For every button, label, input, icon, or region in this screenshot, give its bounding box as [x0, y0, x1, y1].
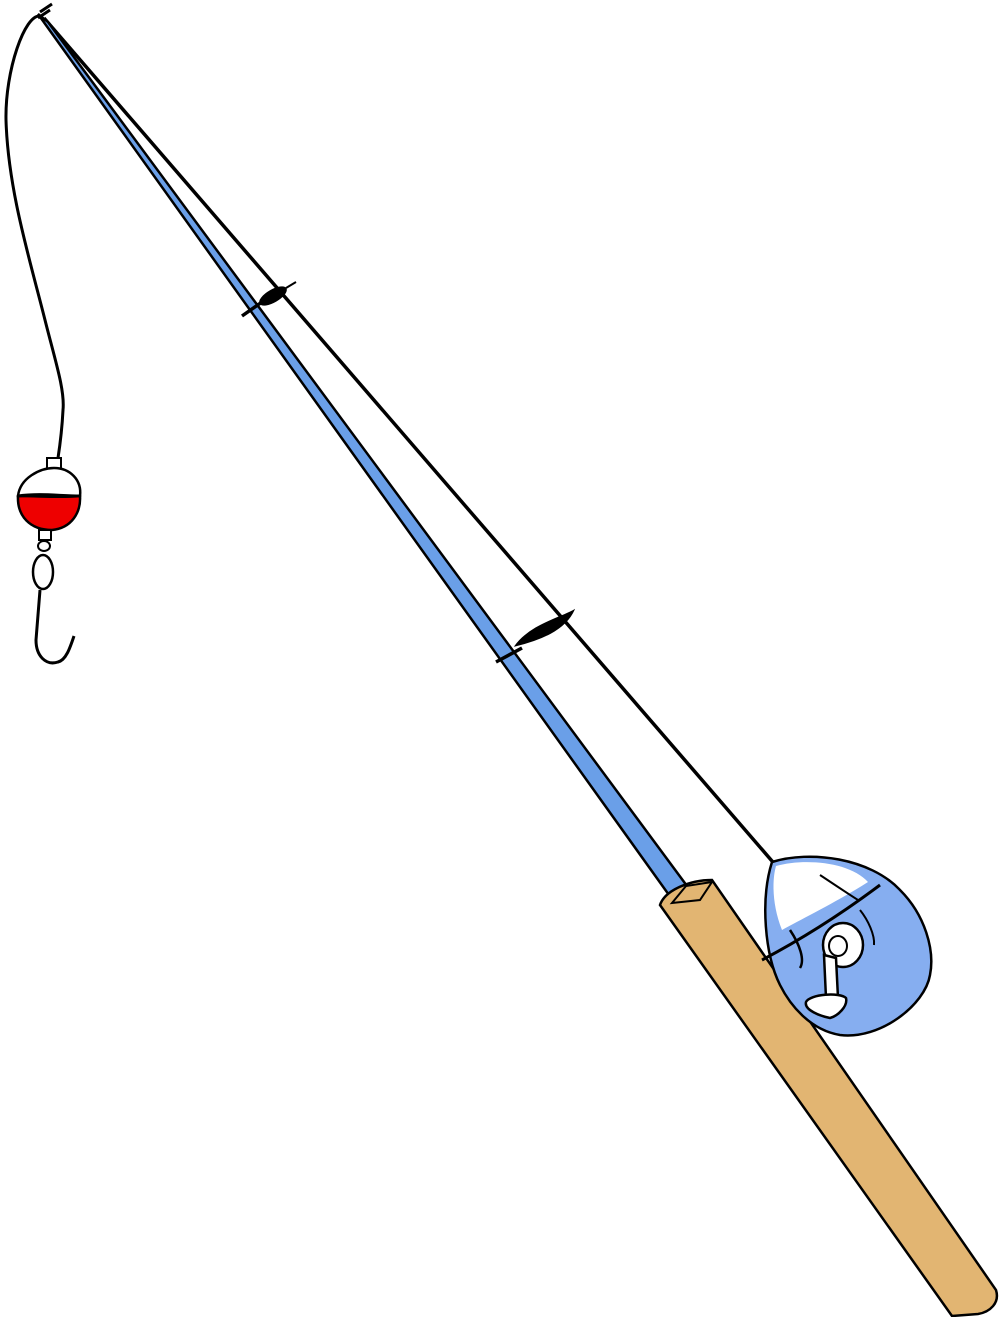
rod-tip-icon: [37, 2, 53, 20]
hook-icon: [34, 589, 76, 665]
rod-handle: [658, 878, 999, 1317]
handle-collar: [669, 880, 715, 905]
dangling-line: [4, 14, 65, 459]
line-guide-icon: [240, 281, 297, 318]
bobber-icon: [16, 457, 82, 532]
reel-crank-icon: [804, 921, 865, 1020]
line-guide-icon: [495, 608, 576, 664]
rod-shaft: [36, 13, 692, 904]
swivel-icon: [31, 529, 55, 591]
fishing-line: [42, 16, 780, 870]
reel-icon: [761, 855, 933, 1037]
